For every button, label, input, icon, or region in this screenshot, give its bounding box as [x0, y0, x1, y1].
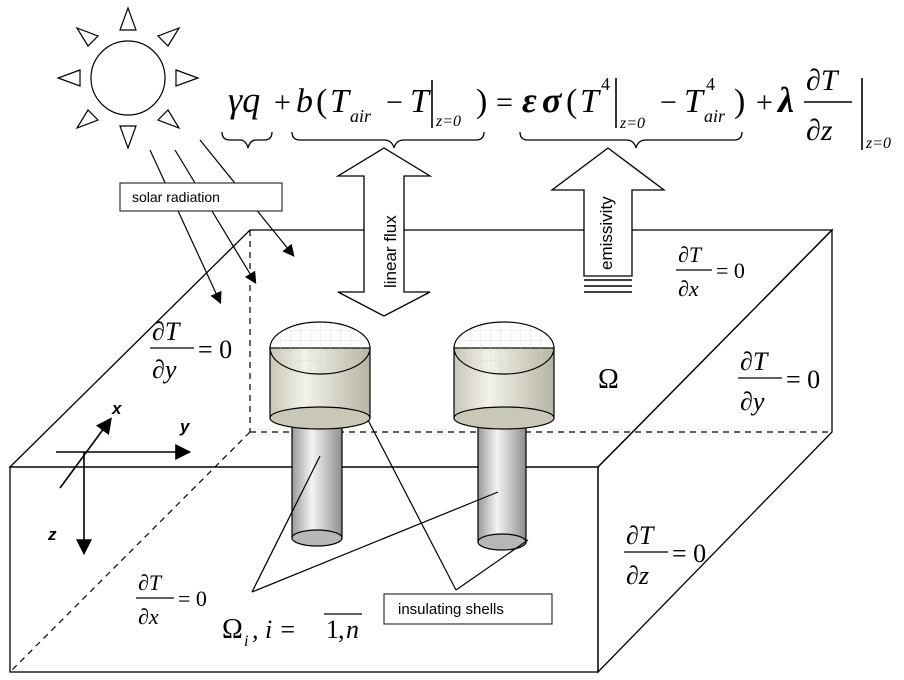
svg-text:= 0: = 0	[786, 365, 820, 394]
eq-minus-1: −	[386, 86, 403, 119]
svg-text:= 0: = 0	[716, 258, 745, 283]
equation-braces	[221, 131, 743, 149]
svg-text:∂z: ∂z	[626, 561, 649, 590]
eq-T-4: T	[684, 83, 705, 120]
svg-text:∂y: ∂y	[152, 355, 177, 384]
bc-top-right: ∂T ∂x = 0	[676, 242, 745, 301]
omega-i-n: n	[346, 615, 359, 644]
eq-T-1: T	[330, 83, 351, 120]
eq-z0-2: z=0	[619, 115, 645, 132]
eq-b: b	[296, 83, 313, 120]
eq-air-2: air	[704, 106, 726, 126]
sun-icon	[56, 6, 200, 150]
eq-T-2: T	[410, 83, 431, 120]
axis-z-label: z	[47, 525, 57, 544]
svg-text:∂T: ∂T	[138, 570, 163, 595]
eq-z0-3: z=0	[865, 135, 891, 152]
bc-right: ∂T ∂y = 0	[738, 347, 820, 416]
omega-i-subscript: i	[244, 633, 248, 650]
eq-z0-1: z=0	[435, 113, 461, 130]
solar-radiation-label: solar radiation	[132, 189, 220, 205]
eq-q: q	[242, 80, 260, 120]
svg-text:= 0: = 0	[672, 539, 706, 568]
svg-text:∂x: ∂x	[678, 276, 699, 301]
eq-pow-2: 4	[706, 74, 715, 94]
svg-text:∂x: ∂x	[138, 604, 159, 629]
linear-flux-arrow: linear flux	[335, 147, 433, 317]
eq-air-1: air	[350, 106, 372, 126]
eq-lparen-1: (	[316, 83, 327, 120]
omega-i-comma: ,	[338, 615, 345, 644]
bc-right-bottom: ∂T ∂z = 0	[624, 521, 706, 590]
coordinate-axes	[56, 417, 192, 556]
omega-label: Ω	[598, 364, 619, 395]
svg-text:∂T: ∂T	[678, 242, 703, 267]
svg-text:∂T: ∂T	[626, 521, 655, 550]
svg-text:∂T: ∂T	[152, 317, 181, 346]
bc-left: ∂T ∂y = 0	[150, 317, 232, 384]
svg-text:= 0: = 0	[198, 335, 232, 364]
insulating-shells-label: insulating shells	[398, 601, 504, 618]
svg-text:∂y: ∂y	[740, 387, 765, 416]
eq-rparen-2: )	[734, 83, 745, 120]
emissivity-arrow: emissivity	[550, 147, 666, 293]
eq-epsilon: ε	[522, 80, 537, 120]
eq-sigma: σ	[542, 80, 563, 120]
omega-i-index: , i =	[252, 615, 303, 644]
emissivity-label: emissivity	[597, 196, 616, 270]
hidden-edges	[9, 230, 832, 673]
eq-lambda: λ	[776, 80, 794, 120]
cylinder-left	[269, 321, 371, 547]
axis-y-label: y	[179, 417, 191, 436]
pointer-lines	[251, 419, 529, 593]
linear-flux-label: linear flux	[381, 215, 400, 288]
cylinder-right	[453, 321, 555, 551]
subdomain-label: Ω i , i = 1 , n	[222, 613, 362, 650]
insulating-shells-box	[383, 593, 553, 625]
svg-text:= 0: = 0	[178, 586, 207, 611]
solar-radiation-box	[119, 182, 283, 212]
bc-bottom-left: ∂T ∂x = 0	[136, 570, 207, 629]
omega-i-symbol: Ω	[222, 614, 243, 645]
eq-plus-1: +	[274, 86, 291, 119]
eq-rparen-1: )	[476, 83, 487, 120]
eq-pow-1: 4	[601, 74, 610, 94]
eq-dT: ∂T	[806, 64, 840, 97]
eq-equals: =	[496, 86, 513, 119]
svg-text:∂T: ∂T	[740, 347, 769, 376]
eq-dz: ∂z	[806, 114, 833, 147]
eq-T-3: T	[580, 83, 601, 120]
omega-i-one: 1	[326, 615, 339, 644]
axis-x-label: x	[111, 399, 123, 418]
svg-text:γq: γq	[228, 80, 260, 120]
boundary-equation: γq + b ( T air − T z=0 ) = ε σ ( T 4 z=0…	[228, 64, 891, 152]
eq-gamma: γ	[228, 80, 243, 120]
solar-rays	[149, 139, 295, 305]
eq-plus-2: +	[756, 86, 773, 119]
eq-lparen-2: (	[566, 83, 577, 120]
eq-minus-2: −	[660, 86, 677, 119]
